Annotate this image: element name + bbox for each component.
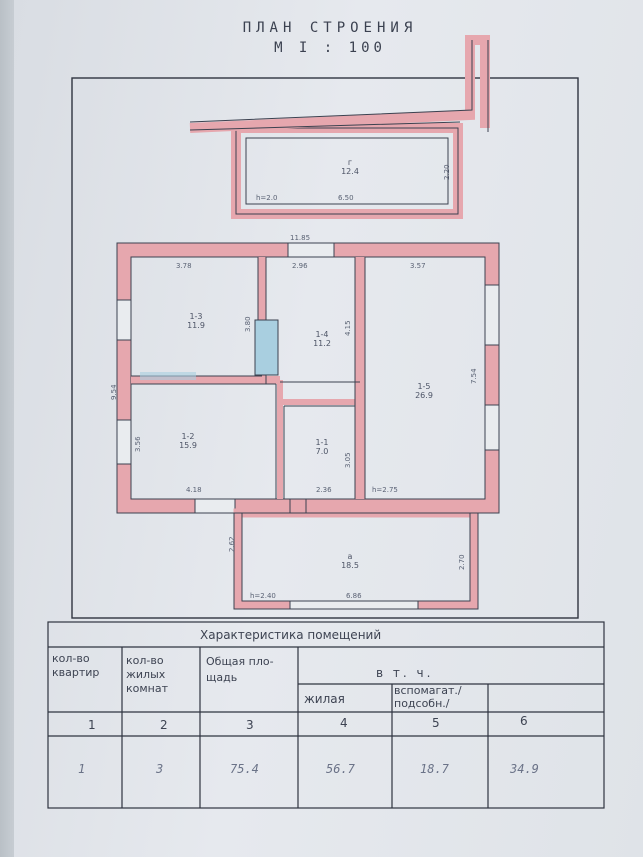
col-number-3: 3 (246, 718, 254, 732)
veranda-outline (233, 499, 479, 610)
col-number-4: 4 (340, 716, 348, 730)
room-1-2-dim-bottom: 4.18 (186, 486, 202, 494)
table-caption: Характеристика помещений (200, 628, 382, 642)
value-living-rooms: 3 (156, 762, 164, 776)
annex-depth: 2.20 (443, 164, 451, 180)
value-living-area: 56.7 (326, 762, 355, 776)
veranda-dim-side: 2.62 (228, 536, 236, 552)
characteristics-table-grid (47, 621, 605, 809)
header-living: жилая (304, 692, 345, 706)
col-number-5: 5 (432, 716, 440, 730)
room-1-4-dim-right: 4.15 (344, 320, 352, 336)
room-1-1-dim-bottom: 2.36 (316, 486, 332, 494)
header-including: в т. ч. (376, 666, 434, 680)
room-1-5-dim-right: 7.54 (470, 368, 478, 384)
plan-title: ПЛАН СТРОЕНИЯ (242, 20, 418, 36)
value-col6: 34.9 (510, 762, 539, 776)
header-auxiliary: вспомагат./подсобн./ (394, 684, 462, 710)
room-1-4-dim-top: 2.96 (292, 262, 308, 270)
header-living-rooms: кол-во жилых комнат (126, 654, 169, 695)
room-1-2-dim-side: 3.56 (134, 436, 142, 452)
annex-height: h=2.0 (256, 194, 278, 202)
house-walls (116, 242, 500, 514)
col-number-2: 2 (160, 718, 168, 732)
header-apartments: кол-во квартир (52, 652, 100, 679)
value-auxiliary-area: 18.7 (420, 762, 449, 776)
annex-outline (189, 35, 490, 219)
room-1-4-dim-side: 3.80 (244, 316, 252, 332)
veranda-width: 6.86 (346, 592, 362, 600)
header-total-area: Общая пло-щадь (206, 655, 274, 684)
overall-width: 11.85 (290, 234, 311, 242)
room-1-5-dim-top: 3.57 (410, 262, 426, 270)
value-total-area: 75.4 (230, 762, 259, 776)
col-number-6: 6 (520, 714, 528, 728)
value-apartments: 1 (78, 762, 86, 776)
room-1-3-dim-top: 3.78 (176, 262, 192, 270)
plan-scale: М I : 100 (274, 40, 386, 56)
col-number-1: 1 (88, 718, 96, 732)
veranda-depth: 2.70 (458, 554, 466, 570)
main-height: h=2.75 (372, 486, 398, 494)
room-1-1-dim-side: 3.05 (344, 452, 352, 468)
annex-width: 6.50 (338, 194, 354, 202)
overall-depth: 9.54 (110, 384, 118, 400)
drawing-frame (71, 77, 579, 619)
veranda-height: h=2.40 (250, 592, 276, 600)
